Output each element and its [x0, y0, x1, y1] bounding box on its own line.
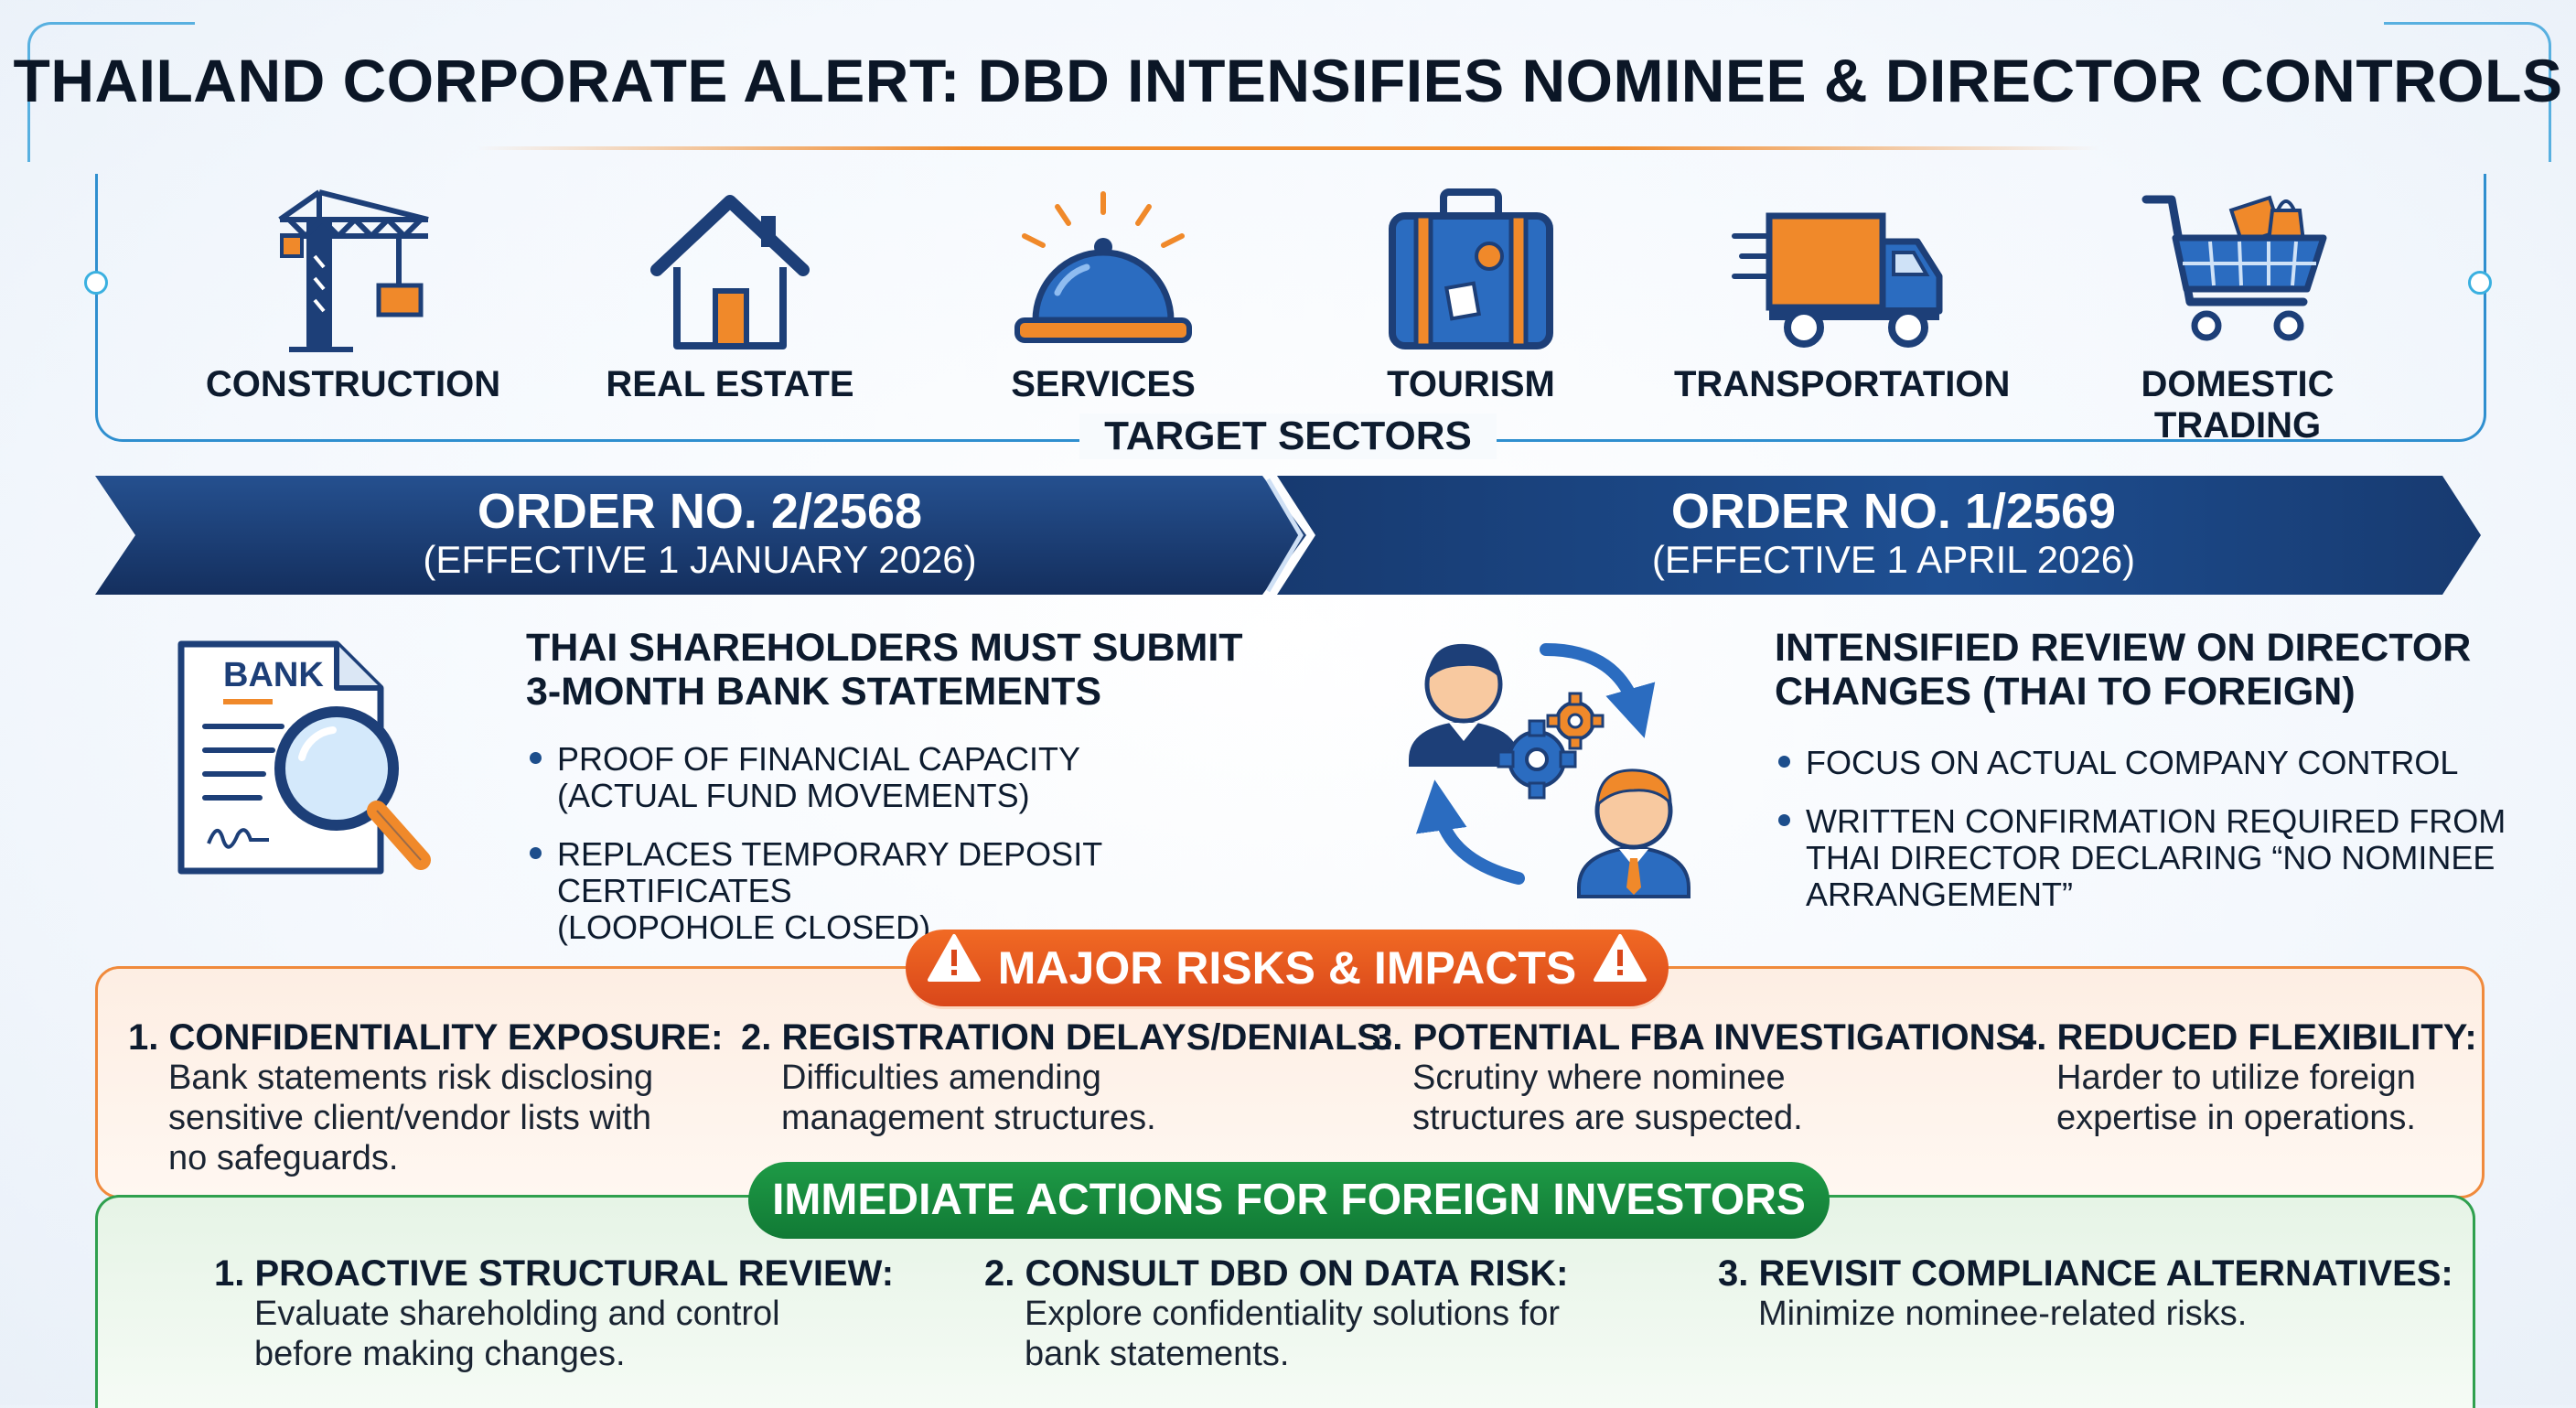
warning-icon: [927, 929, 982, 1005]
target-sectors-label: TARGET SECTORS: [1079, 414, 1497, 459]
corner-bracket-top-right: [2384, 22, 2551, 162]
order-1-details: THAI SHAREHOLDERS MUST SUBMIT 3-MONTH BA…: [526, 626, 1258, 946]
risks-banner: MAJOR RISKS & IMPACTS: [906, 930, 1669, 1006]
bullet-line: ARRANGEMENT”: [1806, 876, 2074, 913]
action-line: Evaluate shareholding and control: [254, 1295, 780, 1333]
crane-icon: [278, 189, 429, 352]
risk-heading: 2. REGISTRATION DELAYS/DENIALS:: [741, 1017, 1394, 1058]
order-banners-graphic: [95, 476, 2481, 595]
risk-heading: 1. CONFIDENTIALITY EXPOSURE:: [128, 1017, 724, 1058]
page-title: THAILAND CORPORATE ALERT: DBD INTENSIFIE…: [13, 47, 2563, 114]
risk-line: Difficulties amending: [781, 1059, 1101, 1097]
risk-line: Scrutiny where nominee: [1412, 1059, 1786, 1097]
truck-icon: [1732, 212, 1943, 348]
action-line: before making changes.: [254, 1335, 626, 1373]
bullet-line: THAI DIRECTOR DECLARING “NO NOMINEE: [1806, 839, 2496, 876]
action-item: 3. REVISIT COMPLIANCE ALTERNATIVES: Mini…: [1718, 1253, 2453, 1334]
order-bullet: REPLACES TEMPORARY DEPOSIT CERTIFICATES …: [526, 836, 1258, 946]
risk-line: Harder to utilize foreign: [2056, 1059, 2416, 1097]
bullet-line: PROOF OF FINANCIAL CAPACITY: [557, 740, 1081, 778]
order-banner-1: ORDER NO. 2/2568 (EFFECTIVE 1 JANUARY 20…: [137, 476, 1262, 595]
corner-bracket-top-left: [27, 22, 195, 162]
bullet-line: WRITTEN CONFIRMATION REQUIRED FROM: [1806, 802, 2506, 840]
risk-line: expertise in operations.: [2056, 1099, 2416, 1137]
order-heading-line: 3-MONTH BANK STATEMENTS: [526, 670, 1102, 714]
order-2-details: INTENSIFIED REVIEW ON DIRECTOR CHANGES (…: [1775, 626, 2525, 913]
risk-line: no safeguards.: [168, 1139, 399, 1177]
action-line: Minimize nominee-related risks.: [1758, 1295, 2248, 1333]
service-bell-icon: [1014, 191, 1192, 343]
risk-line: Bank statements risk disclosing: [168, 1059, 654, 1097]
action-heading: 3. REVISIT COMPLIANCE ALTERNATIVES:: [1718, 1253, 2453, 1294]
risk-line: sensitive client/vendor lists with: [168, 1099, 651, 1137]
sector-services: SERVICES: [939, 183, 1268, 405]
sector-tourism: TOURISM: [1306, 183, 1636, 405]
bullet-line: FOCUS ON ACTUAL COMPANY CONTROL: [1806, 744, 2459, 781]
gear-icon: [1546, 692, 1605, 750]
order-heading-line: CHANGES (THAI TO FOREIGN): [1775, 670, 2356, 714]
frame-dot-right: [2468, 271, 2492, 295]
order-bullet: FOCUS ON ACTUAL COMPANY CONTROL: [1775, 745, 2525, 781]
risk-heading: 3. POTENTIAL FBA INVESTIGATIONS:: [1372, 1017, 2033, 1058]
action-line: Explore confidentiality solutions for: [1025, 1295, 1561, 1333]
risks-title: MAJOR RISKS & IMPACTS: [997, 942, 1577, 994]
sector-transportation: TRANSPORTATION: [1674, 183, 2011, 405]
title-underline: [476, 146, 2100, 150]
risk-item: 4. REDUCED FLEXIBILITY: Harder to utiliz…: [2016, 1017, 2477, 1138]
order-heading-line: THAI SHAREHOLDERS MUST SUBMIT: [526, 626, 1243, 670]
order-effective-date: (EFFECTIVE 1 JANUARY 2026): [423, 538, 977, 581]
risk-line: structures are suspected.: [1412, 1099, 1803, 1137]
risk-item: 2. REGISTRATION DELAYS/DENIALS: Difficul…: [741, 1017, 1394, 1138]
sector-domestic-trading: DOMESTIC TRADING: [2064, 183, 2411, 446]
order-heading-line: INTENSIFIED REVIEW ON DIRECTOR: [1775, 626, 2472, 670]
order-banner-2: ORDER NO. 1/2569 (EFFECTIVE 1 APRIL 2026…: [1317, 476, 2470, 595]
bank-statement-magnifier-icon: BANK: [177, 640, 431, 875]
bullet-line: (LOOPOHOLE CLOSED): [557, 908, 931, 946]
order-effective-date: (EFFECTIVE 1 APRIL 2026): [1651, 538, 2136, 581]
sector-construction: CONSTRUCTION: [188, 183, 518, 405]
order-title: ORDER NO. 2/2568: [477, 484, 923, 539]
sector-label: TRANSPORTATION: [1674, 364, 2011, 404]
risk-heading: 4. REDUCED FLEXIBILITY:: [2016, 1017, 2477, 1058]
risk-line: management structures.: [781, 1099, 1156, 1137]
action-heading: 1. PROACTIVE STRUCTURAL REVIEW:: [214, 1253, 895, 1294]
order-bullet: WRITTEN CONFIRMATION REQUIRED FROM THAI …: [1775, 803, 2525, 913]
sector-label: REAL ESTATE: [606, 364, 854, 404]
frame-dot-left: [84, 271, 108, 295]
sector-label: CONSTRUCTION: [205, 364, 501, 404]
suitcase-icon: [1389, 188, 1553, 349]
action-line: bank statements.: [1025, 1335, 1290, 1373]
warning-icon: [1593, 929, 1648, 1005]
sector-label: SERVICES: [1011, 364, 1196, 404]
order-title: ORDER NO. 1/2569: [1670, 484, 2117, 539]
sector-label: TOURISM: [1387, 364, 1555, 404]
risk-item: 3. POTENTIAL FBA INVESTIGATIONS: Scrutin…: [1372, 1017, 2033, 1138]
gear-icon: [1497, 719, 1577, 800]
actions-banner: IMMEDIATE ACTIONS FOR FOREIGN INVESTORS: [748, 1162, 1830, 1239]
shopping-cart-icon: [2141, 195, 2327, 341]
risk-item: 1. CONFIDENTIALITY EXPOSURE: Bank statem…: [128, 1017, 724, 1178]
sector-real-estate: REAL ESTATE: [565, 183, 895, 405]
bank-text: BANK: [223, 656, 324, 694]
action-item: 1. PROACTIVE STRUCTURAL REVIEW: Evaluate…: [214, 1253, 928, 1374]
action-item: 2. CONSULT DBD ON DATA RISK: Explore con…: [984, 1253, 1698, 1374]
house-icon: [650, 195, 810, 349]
director-change-icon: [1409, 643, 1690, 898]
bullet-line: (ACTUAL FUND MOVEMENTS): [557, 777, 1030, 814]
action-heading: 2. CONSULT DBD ON DATA RISK:: [984, 1253, 1569, 1294]
sector-label: DOMESTIC TRADING: [2141, 364, 2334, 446]
actions-title: IMMEDIATE ACTIONS FOR FOREIGN INVESTORS: [772, 1176, 1806, 1224]
bullet-line: REPLACES TEMPORARY DEPOSIT CERTIFICATES: [557, 835, 1102, 909]
order-bullet: PROOF OF FINANCIAL CAPACITY (ACTUAL FUND…: [526, 741, 1258, 814]
